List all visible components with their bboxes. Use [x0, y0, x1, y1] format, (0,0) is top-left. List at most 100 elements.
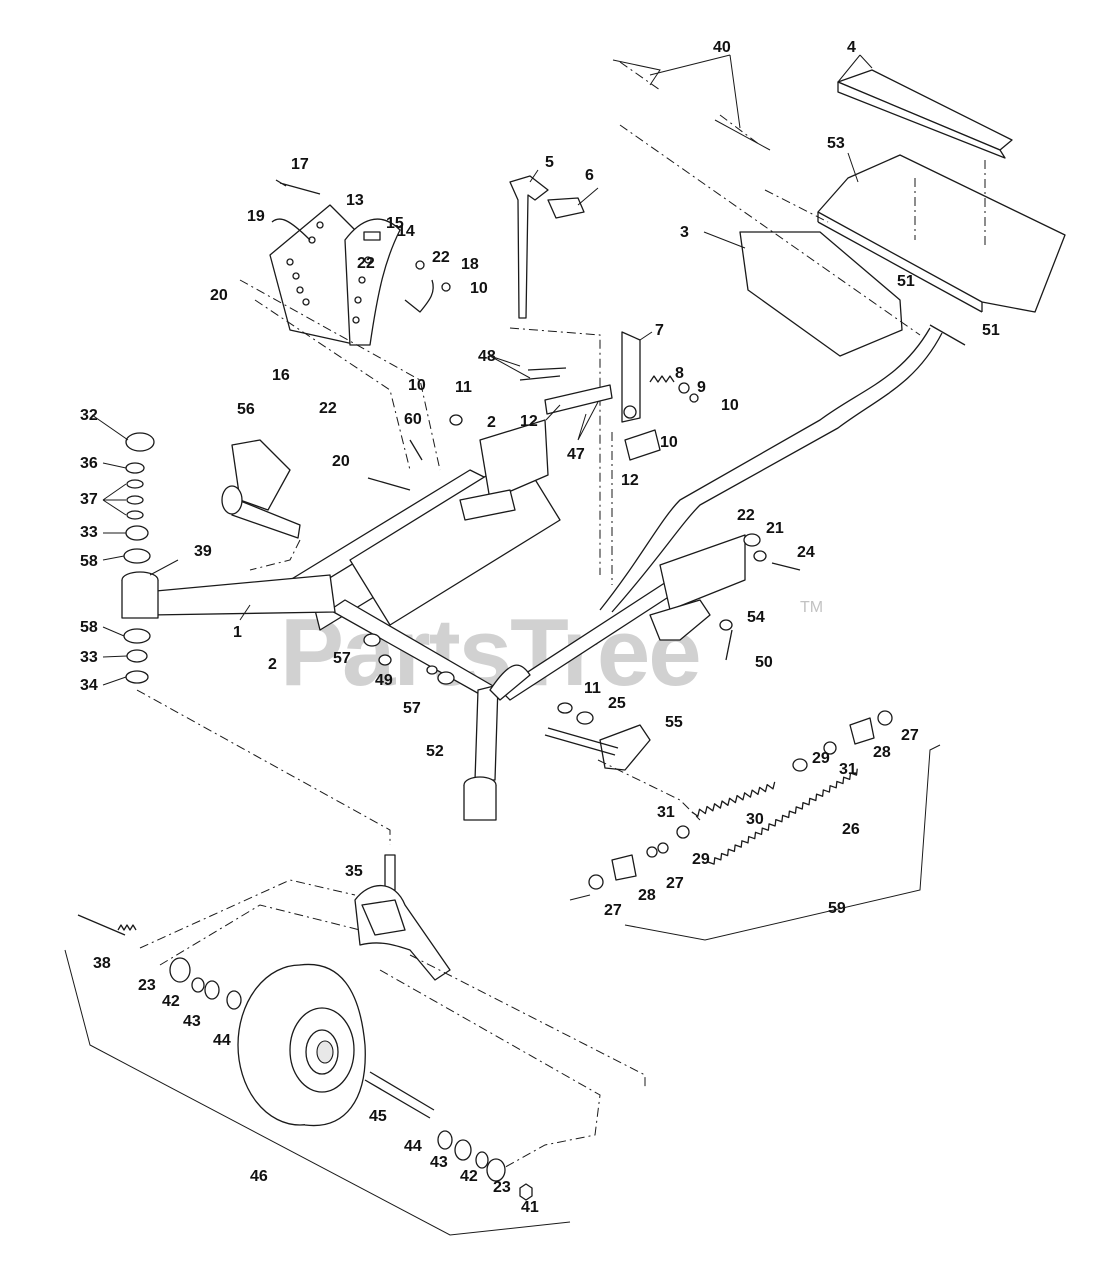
- callout-27b: 27: [666, 875, 684, 892]
- callout-33b: 33: [80, 649, 98, 666]
- callout-4: 4: [847, 39, 856, 56]
- callout-25: 25: [608, 695, 626, 712]
- callout-42b: 42: [460, 1168, 478, 1185]
- callout-22a: 22: [357, 255, 375, 272]
- callout-44b: 44: [404, 1138, 422, 1155]
- callout-55: 55: [665, 714, 683, 731]
- adjust-bracket-right: [344, 218, 401, 346]
- callout-2b: 2: [268, 656, 277, 673]
- callout-49: 49: [375, 672, 393, 689]
- callout-43b: 43: [430, 1154, 448, 1171]
- callout-56: 56: [237, 401, 255, 418]
- callout-8: 8: [675, 365, 684, 382]
- callout-22d: 22: [737, 507, 755, 524]
- callout-58b: 58: [80, 619, 98, 636]
- callout-labels: 1 2 2 3 4 5 6 7 8 9 10 10 10 10 11 11 12…: [80, 39, 1000, 1216]
- callout-60: 60: [404, 411, 422, 428]
- caster-fork: [354, 854, 451, 981]
- callout-44a: 44: [213, 1032, 231, 1049]
- callout-11a: 11: [455, 379, 472, 396]
- callout-32: 32: [80, 407, 98, 424]
- callout-11b: 11: [584, 680, 601, 697]
- callout-2a: 2: [487, 414, 496, 431]
- callout-5: 5: [545, 154, 554, 171]
- callout-59: 59: [828, 900, 846, 917]
- callout-7: 7: [655, 322, 664, 339]
- callout-39: 39: [194, 543, 212, 560]
- callout-28b: 28: [638, 887, 656, 904]
- callout-50: 50: [755, 654, 773, 671]
- front-wheel: [237, 963, 366, 1127]
- callout-22b: 22: [432, 249, 450, 266]
- callout-45: 45: [369, 1108, 387, 1125]
- callout-29b: 29: [692, 851, 710, 868]
- callout-52: 52: [426, 743, 444, 760]
- callout-24: 24: [797, 544, 815, 561]
- pedal-link: [621, 331, 641, 423]
- callout-53: 53: [827, 135, 845, 152]
- callout-20a: 20: [210, 287, 228, 304]
- callout-16: 16: [272, 367, 290, 384]
- callout-28a: 28: [873, 744, 891, 761]
- caster-arm: [121, 571, 336, 619]
- callout-42a: 42: [162, 993, 180, 1010]
- callout-19: 19: [247, 208, 265, 225]
- callout-9: 9: [697, 379, 706, 396]
- callout-38: 38: [93, 955, 111, 972]
- callout-37: 37: [80, 491, 98, 508]
- callout-29a: 29: [812, 750, 830, 767]
- callout-54: 54: [747, 609, 765, 626]
- floor-pan-plate: [837, 69, 1013, 159]
- callout-17: 17: [291, 156, 309, 173]
- callout-48: 48: [478, 348, 496, 365]
- callout-18: 18: [461, 256, 479, 273]
- callout-57b: 57: [403, 700, 421, 717]
- main-frame: [289, 419, 746, 701]
- callout-51b: 51: [982, 322, 1000, 339]
- callout-27a: 27: [901, 727, 919, 744]
- callout-31a: 31: [839, 761, 857, 778]
- callout-10c: 10: [721, 397, 739, 414]
- callout-10a: 10: [470, 280, 488, 297]
- callout-23a: 23: [138, 977, 156, 994]
- floor-mat-plate: [817, 154, 1066, 313]
- callout-26: 26: [842, 821, 860, 838]
- callout-40: 40: [713, 39, 731, 56]
- callout-20b: 20: [332, 453, 350, 470]
- callout-3: 3: [680, 224, 689, 241]
- callout-13: 13: [346, 192, 364, 209]
- callout-15: 15: [386, 215, 404, 232]
- pedal-arm: [509, 175, 585, 319]
- callout-46: 46: [250, 1168, 268, 1185]
- callout-57a: 57: [333, 650, 351, 667]
- callout-21: 21: [766, 520, 784, 537]
- callout-12b: 12: [621, 472, 639, 489]
- watermark-tm: TM: [800, 599, 823, 616]
- callout-31b: 31: [657, 804, 675, 821]
- spring-adjuster-assembly: [588, 710, 893, 890]
- callout-34: 34: [80, 677, 98, 694]
- callout-33a: 33: [80, 524, 98, 541]
- callout-22c: 22: [319, 400, 337, 417]
- callout-leaders: [91, 54, 873, 686]
- callout-35: 35: [345, 863, 363, 880]
- callout-27c: 27: [604, 902, 622, 919]
- callout-43a: 43: [183, 1013, 201, 1030]
- callout-36: 36: [80, 455, 98, 472]
- adjust-bracket-left: [269, 204, 359, 346]
- callout-47: 47: [567, 446, 585, 463]
- callout-30: 30: [746, 811, 764, 828]
- caster-bearing-stack: [123, 432, 155, 684]
- callout-10d: 10: [660, 434, 678, 451]
- callout-41: 41: [521, 1199, 539, 1216]
- foot-rest-plate: [739, 231, 903, 357]
- callout-14: 14: [397, 223, 415, 240]
- callout-10b: 10: [408, 377, 426, 394]
- callout-58a: 58: [80, 553, 98, 570]
- callout-1: 1: [233, 624, 242, 641]
- callout-6: 6: [585, 167, 594, 184]
- callout-51a: 51: [897, 273, 915, 290]
- callout-23b: 23: [493, 1179, 511, 1196]
- callout-12a: 12: [520, 413, 538, 430]
